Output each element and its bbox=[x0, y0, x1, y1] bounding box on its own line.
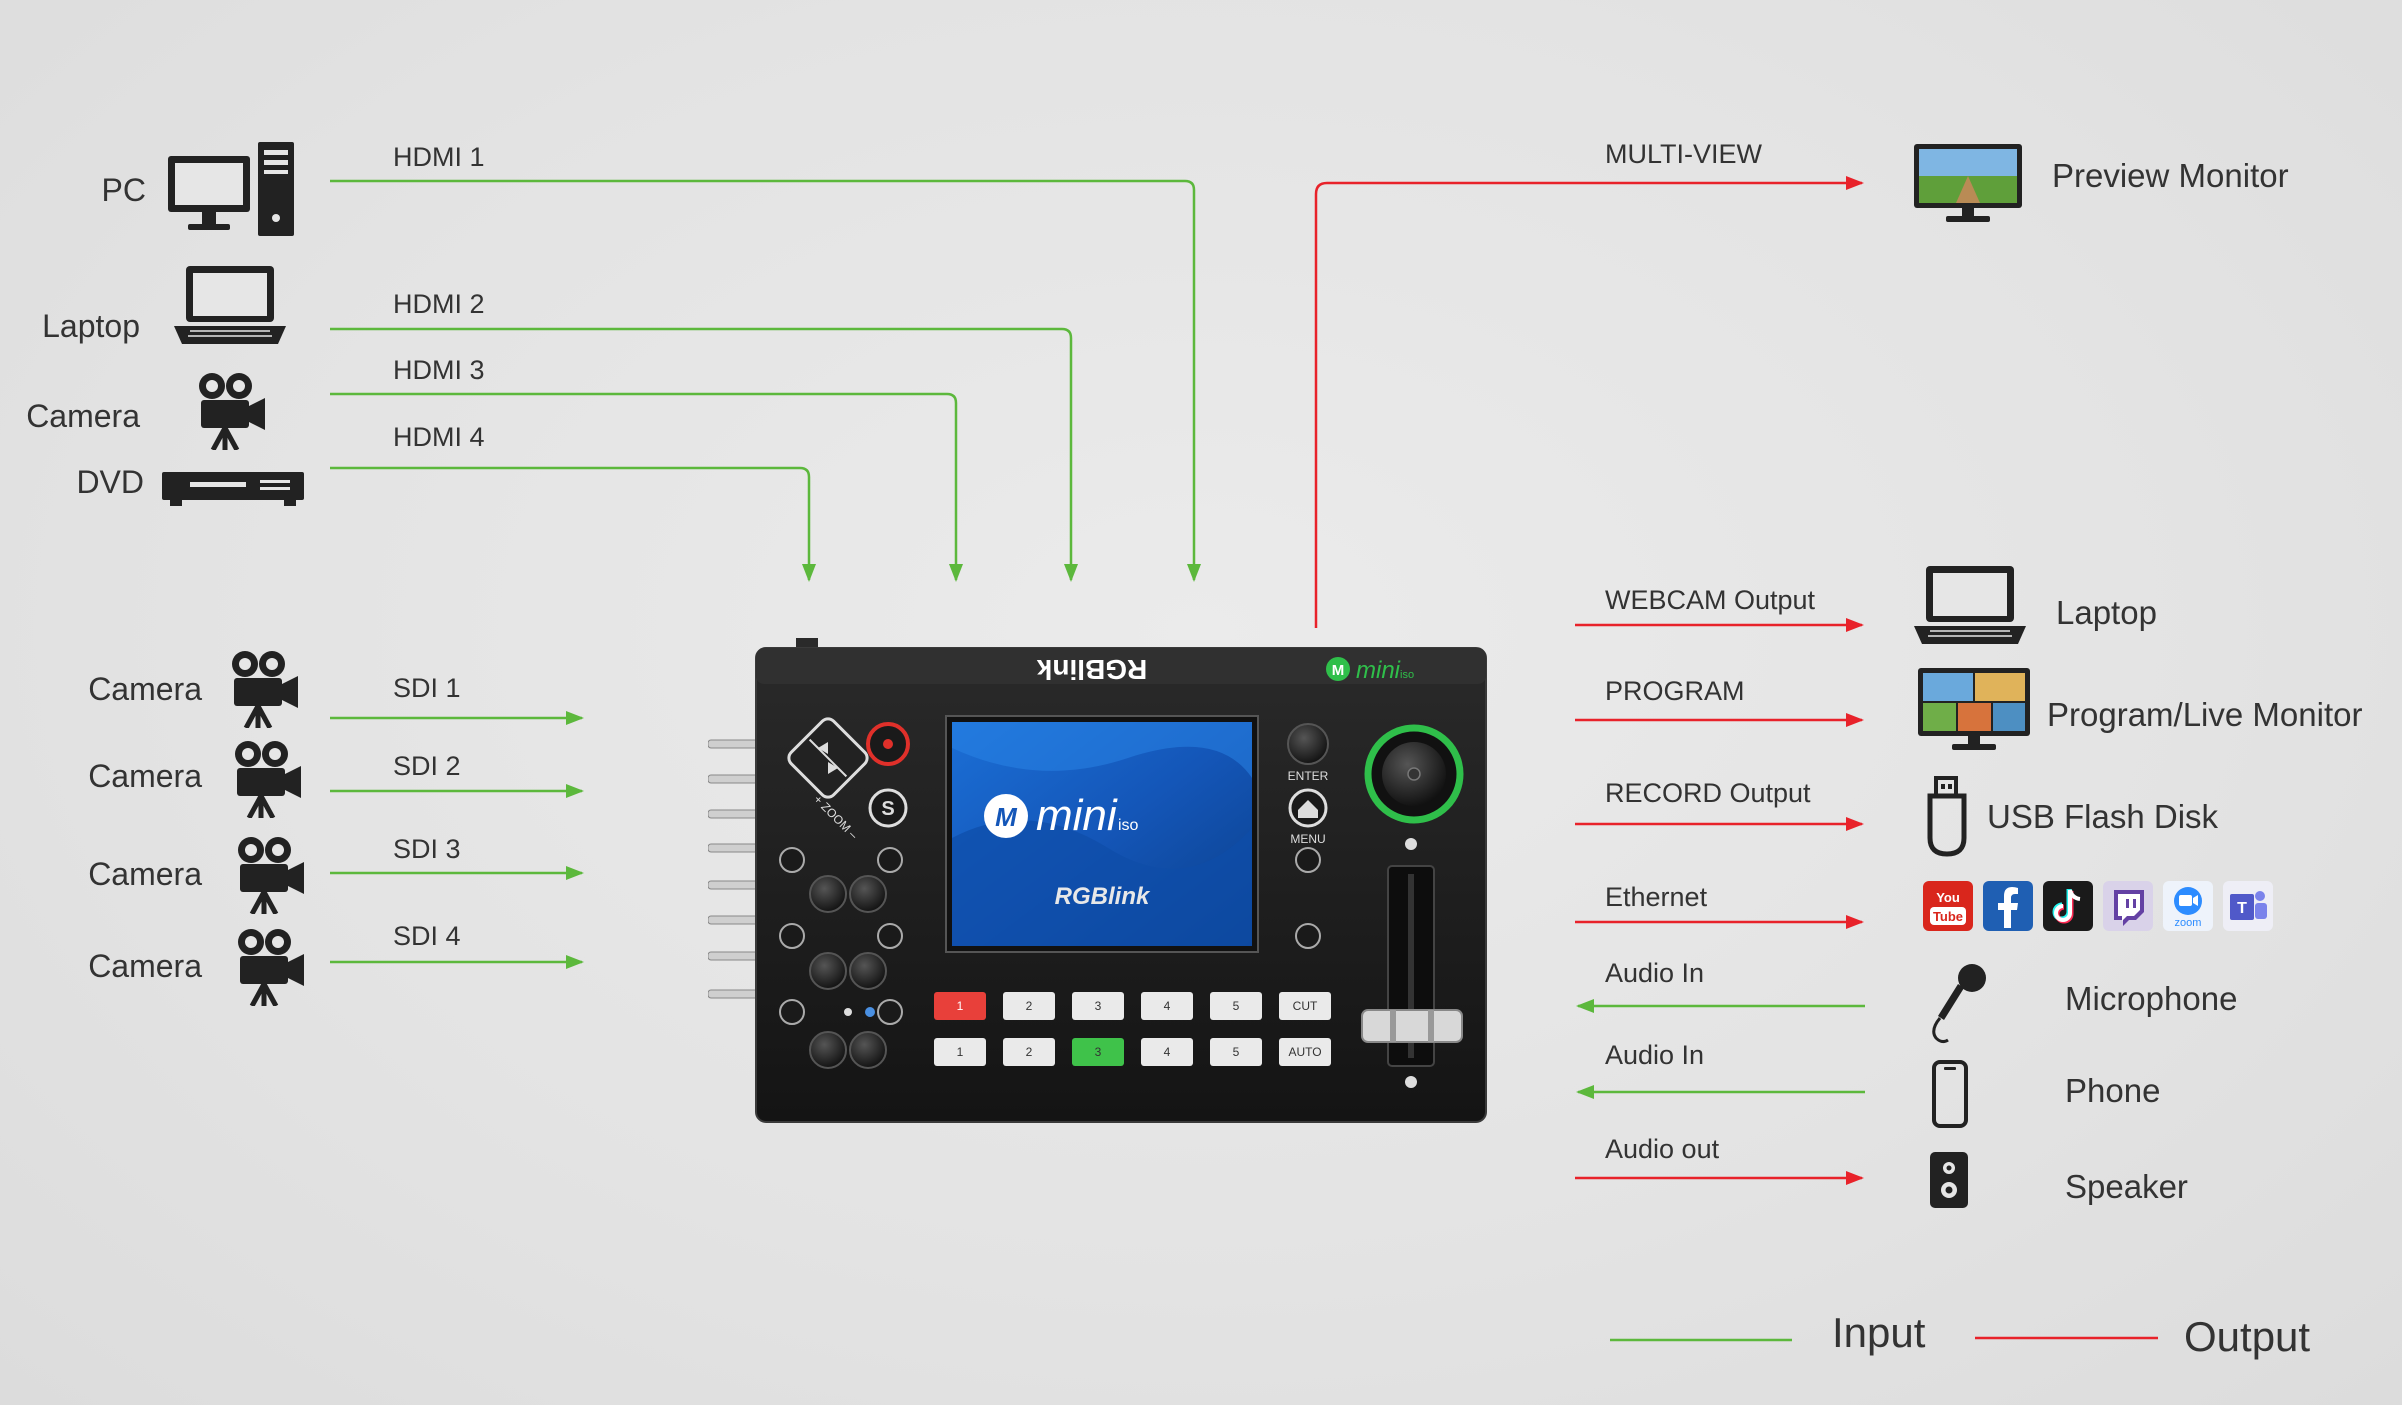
svg-text:You: You bbox=[1936, 890, 1960, 905]
streaming-platforms: You Tube zoom T bbox=[1922, 880, 2272, 934]
legend-output-label: Output bbox=[2184, 1316, 2310, 1358]
usb-drive-icon bbox=[1924, 776, 1970, 858]
camera-icon bbox=[228, 648, 302, 728]
svg-text:2: 2 bbox=[1026, 1045, 1033, 1059]
laptop-icon bbox=[1912, 562, 2028, 648]
enter-knob bbox=[1288, 724, 1328, 764]
signal-label-program: PROGRAM bbox=[1605, 678, 1745, 705]
svg-text:2: 2 bbox=[1026, 999, 1033, 1013]
device-brand-label: RGBlink bbox=[1036, 654, 1147, 685]
camera-icon bbox=[234, 834, 308, 914]
video-switcher-device: RGBlink M mini iso + ZOOM – S M mini iso… bbox=[708, 638, 1488, 1126]
signal-label-ethernet: Ethernet bbox=[1605, 884, 1707, 911]
signal-label-hdmi1: HDMI 1 bbox=[393, 144, 485, 171]
teams-icon: T bbox=[2222, 880, 2274, 932]
dest-label-speaker: Speaker bbox=[2065, 1170, 2188, 1203]
speaker-icon bbox=[1928, 1150, 1970, 1210]
screen-model-label: mini bbox=[1036, 791, 1118, 840]
signal-label-webcam: WEBCAM Output bbox=[1605, 587, 1815, 614]
monitor-icon bbox=[1916, 666, 2032, 754]
signal-label-audio-in-phone: Audio In bbox=[1605, 1042, 1704, 1069]
dest-label-usb: USB Flash Disk bbox=[1987, 800, 2218, 833]
svg-text:M: M bbox=[995, 802, 1018, 832]
svg-text:AUTO: AUTO bbox=[1288, 1045, 1321, 1059]
phone-icon bbox=[1930, 1060, 1970, 1128]
youtube-icon: You Tube bbox=[1922, 880, 1974, 932]
svg-text:4: 4 bbox=[1164, 999, 1171, 1013]
signal-label-sdi1: SDI 1 bbox=[393, 675, 461, 702]
legend-input-label: Input bbox=[1832, 1312, 1925, 1354]
screen-model-suffix: iso bbox=[1118, 817, 1139, 834]
dest-label-laptop: Laptop bbox=[2056, 596, 2157, 629]
dest-label-preview-monitor: Preview Monitor bbox=[2052, 159, 2289, 192]
source-label-dvd: DVD bbox=[76, 466, 144, 498]
svg-text:M: M bbox=[1332, 662, 1345, 679]
signal-label-record: RECORD Output bbox=[1605, 780, 1811, 807]
camera-icon bbox=[231, 738, 305, 818]
signal-label-multiview: MULTI-VIEW bbox=[1605, 141, 1762, 168]
svg-text:1: 1 bbox=[957, 999, 964, 1013]
screen-brand-label: RGBlink bbox=[1055, 883, 1151, 910]
sdi-connectors bbox=[708, 740, 758, 998]
signal-label-hdmi2: HDMI 2 bbox=[393, 291, 485, 318]
signal-label-hdmi3: HDMI 3 bbox=[393, 357, 485, 384]
sdi-source-label-3: Camera bbox=[88, 858, 202, 890]
hdmi4-line bbox=[330, 468, 809, 580]
dest-label-phone: Phone bbox=[2065, 1074, 2160, 1107]
camera-icon bbox=[234, 926, 308, 1006]
microphone-icon bbox=[1926, 960, 1992, 1044]
svg-text:3: 3 bbox=[1095, 1045, 1102, 1059]
sdi-source-label-1: Camera bbox=[88, 673, 202, 705]
svg-text:Tube: Tube bbox=[1933, 909, 1963, 924]
source-label-pc: PC bbox=[102, 174, 146, 206]
svg-text:T: T bbox=[2237, 900, 2247, 917]
svg-text:3: 3 bbox=[1095, 999, 1102, 1013]
signal-label-audio-out: Audio out bbox=[1605, 1136, 1719, 1163]
dest-label-program-monitor: Program/Live Monitor bbox=[2047, 698, 2362, 731]
laptop-icon bbox=[172, 262, 288, 348]
svg-text:5: 5 bbox=[1233, 999, 1240, 1013]
device-model-suffix: iso bbox=[1400, 669, 1414, 681]
signal-label-audio-in-mic: Audio In bbox=[1605, 960, 1704, 987]
sdi-source-label-2: Camera bbox=[88, 760, 202, 792]
svg-text:zoom: zoom bbox=[2175, 917, 2202, 929]
signal-label-sdi3: SDI 3 bbox=[393, 836, 461, 863]
facebook-icon bbox=[1982, 880, 2034, 932]
svg-text:1: 1 bbox=[957, 1045, 964, 1059]
source-label-camera: Camera bbox=[26, 400, 140, 432]
sdi-source-label-4: Camera bbox=[88, 950, 202, 982]
camera-icon bbox=[195, 370, 269, 450]
dvd-icon bbox=[160, 466, 306, 510]
device-model-label: mini bbox=[1356, 657, 1401, 684]
svg-text:5: 5 bbox=[1233, 1045, 1240, 1059]
menu-label: MENU bbox=[1290, 832, 1325, 846]
pc-icon bbox=[162, 138, 298, 240]
dest-label-microphone: Microphone bbox=[2065, 982, 2237, 1015]
signal-label-sdi2: SDI 2 bbox=[393, 753, 461, 780]
signal-label-hdmi4: HDMI 4 bbox=[393, 424, 485, 451]
monitor-icon bbox=[1912, 142, 2024, 226]
svg-text:4: 4 bbox=[1164, 1045, 1171, 1059]
multiview-line bbox=[1316, 183, 1862, 628]
svg-text:CUT: CUT bbox=[1293, 999, 1318, 1013]
t-bar-handle bbox=[1362, 1010, 1462, 1042]
source-label-laptop: Laptop bbox=[42, 310, 140, 342]
twitch-icon bbox=[2102, 880, 2154, 932]
zoom-icon: zoom bbox=[2162, 880, 2214, 932]
svg-text:S: S bbox=[881, 798, 894, 820]
enter-label: ENTER bbox=[1288, 769, 1329, 783]
tiktok-icon bbox=[2042, 880, 2094, 932]
signal-label-sdi4: SDI 4 bbox=[393, 923, 461, 950]
